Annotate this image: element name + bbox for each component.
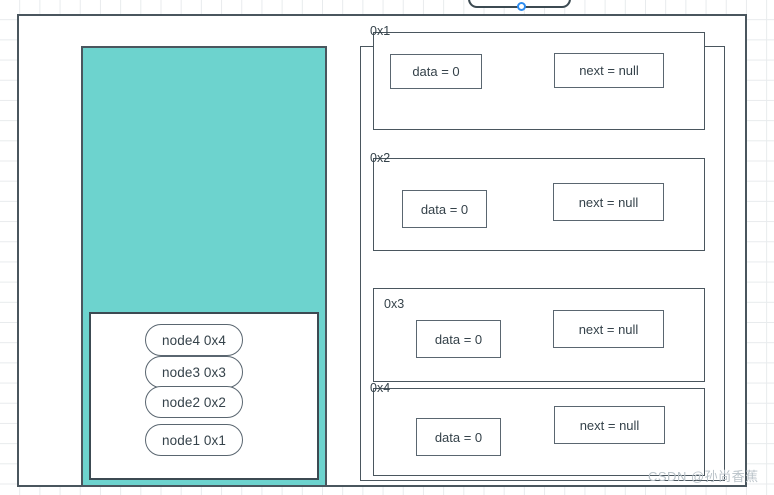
list-item[interactable]: node4 0x4 xyxy=(145,324,243,356)
memory-block[interactable]: 0x1 data = 0 next = null xyxy=(370,24,705,130)
list-item[interactable]: node3 0x3 xyxy=(145,356,243,388)
data-field[interactable]: data = 0 xyxy=(416,418,501,456)
list-item[interactable]: node2 0x2 xyxy=(145,386,243,418)
node-stack-container[interactable]: node4 0x4 node3 0x3 node2 0x2 node1 0x1 xyxy=(89,312,319,480)
next-pointer-field[interactable]: next = null xyxy=(554,406,665,444)
address-label: 0x1 xyxy=(370,24,391,38)
data-field[interactable]: data = 0 xyxy=(390,54,482,89)
list-item[interactable]: node1 0x1 xyxy=(145,424,243,456)
memory-block[interactable]: 0x4 data = 0 next = null xyxy=(370,381,705,476)
address-label: 0x3 xyxy=(384,297,405,311)
data-field[interactable]: data = 0 xyxy=(416,320,501,358)
resize-handle-icon[interactable] xyxy=(517,2,526,11)
next-pointer-field[interactable]: next = null xyxy=(553,310,664,348)
next-pointer-field[interactable]: next = null xyxy=(553,183,664,221)
data-field[interactable]: data = 0 xyxy=(402,190,487,228)
memory-block[interactable]: 0x2 data = 0 next = null xyxy=(370,151,705,251)
address-label: 0x2 xyxy=(370,151,391,165)
next-pointer-field[interactable]: next = null xyxy=(554,53,664,88)
memory-block[interactable]: 0x3 data = 0 next = null xyxy=(373,288,705,382)
address-label: 0x4 xyxy=(370,381,391,395)
